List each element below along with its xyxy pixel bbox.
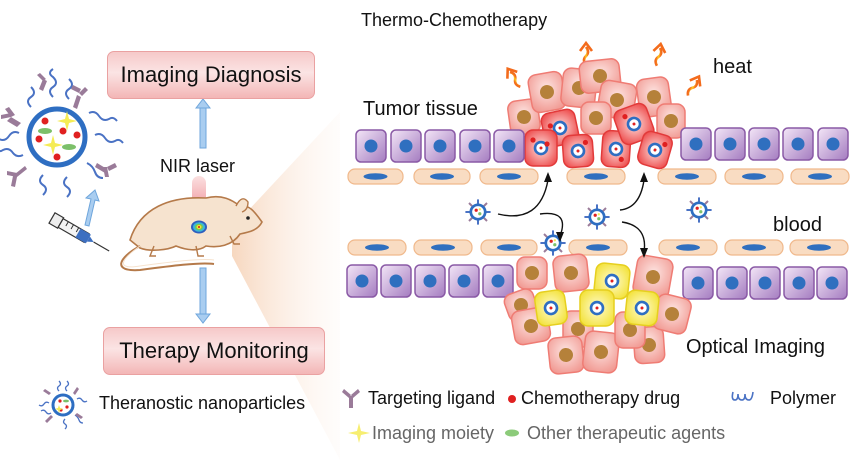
imaging-tumor-cell: [624, 289, 660, 327]
tumor-cell: [552, 253, 590, 293]
endothelial-cell-lower: [413, 239, 473, 256]
arrowhead-icon: [640, 172, 648, 182]
epithelial-cell-lower: [749, 266, 781, 300]
epithelial-cell-upper: [355, 129, 387, 163]
therapy-monitoring-box: Therapy Monitoring: [103, 327, 325, 375]
drug-loaded-tumor-cell: [637, 130, 673, 170]
arrow-to-upper-tumor-1: [497, 179, 549, 217]
imaging-tumor-cell: [534, 289, 568, 327]
internalized-nanoparticle-icon: [647, 142, 663, 158]
endothelial-cell-upper: [347, 168, 404, 185]
imaging-diagnosis-box: Imaging Diagnosis: [107, 51, 315, 99]
heat-arrow-icon: [686, 74, 702, 96]
arrow-up-syringe-icon: [84, 189, 100, 227]
arrow-down-monitoring-icon: [194, 267, 212, 324]
tumor-cell: [516, 256, 548, 290]
legend-imaging-moiety: Imaging moiety: [372, 423, 495, 443]
tumor-signal-spot-icon: [191, 220, 207, 234]
epithelial-cell-lower: [783, 266, 815, 300]
epithelial-cell-upper: [817, 127, 849, 161]
epithelial-cell-upper: [748, 127, 780, 161]
epithelial-cell-lower: [482, 264, 514, 298]
nanoparticle-blood-1: [465, 199, 491, 225]
blood-label: blood: [773, 214, 822, 236]
endothelial-cell-upper: [566, 168, 626, 185]
epithelial-cell-lower: [682, 266, 714, 300]
heat-arrow-icon: [506, 66, 521, 88]
epithelial-cell-upper: [680, 127, 712, 161]
epithelial-cell-upper: [390, 129, 422, 163]
legend-other-therapeutic-agents: Other therapeutic agents: [527, 423, 726, 443]
internalized-nanoparticle-icon: [570, 143, 586, 159]
internalized-nanoparticle-icon: [634, 300, 650, 316]
tumor-tissue-label: Tumor tissue: [363, 98, 478, 120]
tissue-layer: [346, 40, 850, 375]
endothelial-cell-lower: [724, 239, 784, 256]
heat-arrow-icon: [652, 41, 667, 67]
epithelial-cell-upper: [459, 129, 491, 163]
internalized-nanoparticle-icon: [626, 116, 642, 132]
legend-chemotherapy-drug: Chemotherapy drug: [521, 388, 681, 408]
arrow-to-lower-tumor-1: [539, 212, 564, 237]
endothelial-cell-lower: [480, 239, 538, 256]
arrow-up-diagnosis-icon: [194, 98, 212, 149]
epithelial-cell-upper: [493, 129, 525, 163]
drug-loaded-tumor-cell: [524, 129, 558, 167]
endothelial-cell-upper: [790, 168, 850, 185]
legend-targeting-ligand: Targeting ligand: [368, 388, 496, 408]
nanoparticle-blood-3: [686, 197, 712, 223]
tumor-cell: [580, 101, 612, 135]
syringe-icon: [48, 211, 110, 252]
imaging-diagnosis-label: Imaging Diagnosis: [120, 62, 302, 87]
internalized-nanoparticle-icon: [608, 141, 624, 157]
arrowhead-icon: [640, 248, 648, 258]
epithelial-cell-lower: [716, 266, 748, 300]
tumor-cell: [582, 330, 620, 374]
endothelial-cell-upper: [413, 168, 471, 185]
endothelial-cell-upper: [724, 168, 784, 185]
epithelial-cell-lower: [448, 264, 480, 298]
tumor-cell: [652, 293, 692, 335]
legend-theranostic-nanoparticles: Theranostic nanoparticles: [99, 393, 306, 413]
endothelial-cell-lower: [347, 239, 407, 256]
internalized-nanoparticle-icon: [543, 300, 559, 316]
endothelial-cell-lower: [789, 239, 849, 256]
epithelial-cell-upper: [424, 129, 456, 163]
optical-imaging-label: Optical Imaging: [686, 336, 825, 358]
internalized-nanoparticle-icon: [604, 273, 620, 289]
epithelial-cell-upper: [782, 127, 814, 161]
epithelial-cell-lower: [380, 264, 412, 298]
endothelial-cell-lower: [568, 239, 628, 256]
arrowhead-icon: [544, 172, 552, 182]
internalized-nanoparticle-icon: [589, 300, 605, 316]
internalized-nanoparticle-icon: [533, 140, 549, 156]
endothelial-cell-upper: [479, 168, 539, 185]
epithelial-cell-upper: [714, 127, 746, 161]
tumor-cell: [547, 335, 585, 375]
drug-loaded-tumor-cell: [561, 133, 595, 169]
endothelial-cell-lower: [658, 239, 718, 256]
arrowhead-icon: [556, 232, 564, 242]
epithelial-cell-lower: [414, 264, 446, 298]
nanoparticle-large-icon: [0, 68, 124, 198]
epithelial-cell-lower: [346, 264, 378, 298]
tumor-cell: [632, 254, 674, 300]
therapy-monitoring-label: Therapy Monitoring: [119, 338, 309, 363]
nir-laser-label: NIR laser: [160, 156, 236, 176]
nanoparticle-extravasating: [540, 230, 566, 256]
heat-label: heat: [713, 56, 752, 78]
internalized-nanoparticle-icon: [552, 120, 568, 136]
arrow-to-lower-tumor-2: [621, 221, 646, 253]
thermo-chemotherapy-label: Thermo-Chemotherapy: [361, 10, 548, 30]
endothelial-cell-upper: [657, 168, 717, 185]
legend-polymer: Polymer: [770, 388, 837, 408]
arrow-to-upper-tumor-2: [619, 179, 645, 211]
epithelial-cell-lower: [816, 266, 848, 300]
nanoparticle-blood-2: [584, 204, 610, 230]
imaging-tumor-cell: [579, 289, 615, 327]
